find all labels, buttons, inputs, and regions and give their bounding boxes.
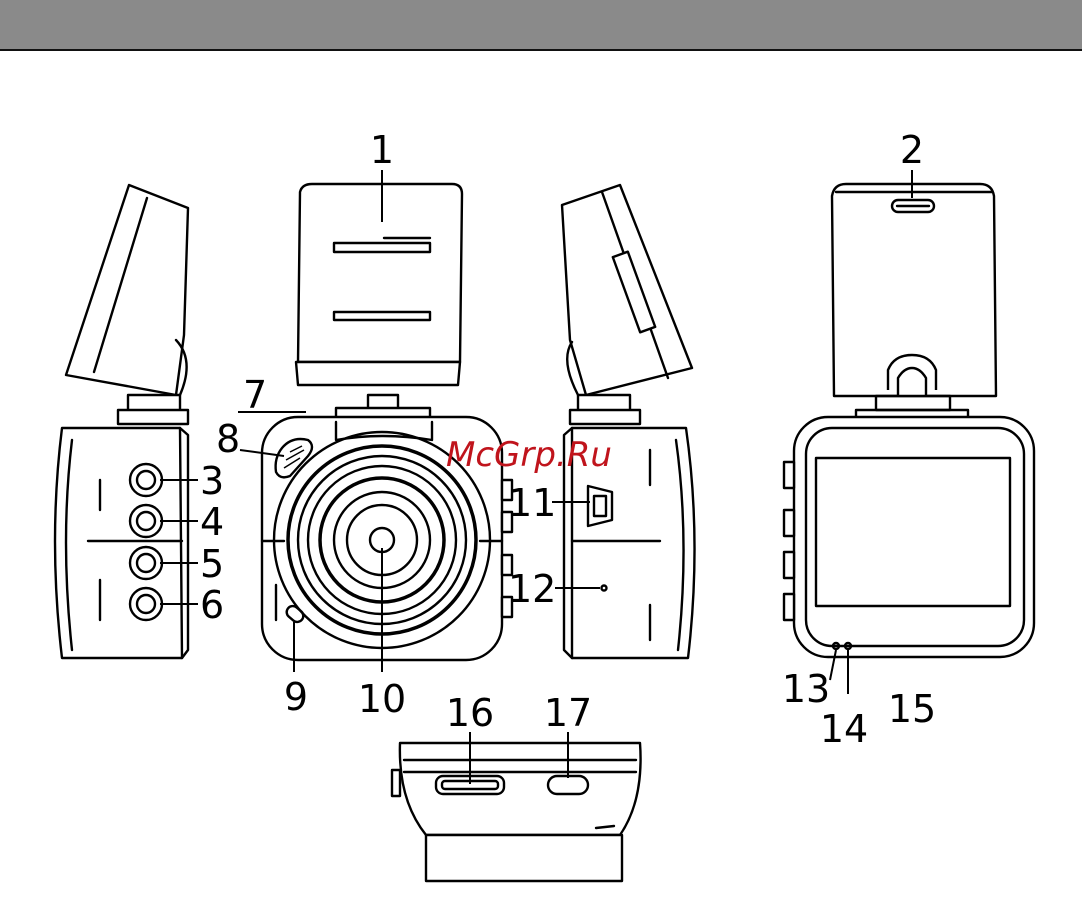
callout-3: 3: [200, 459, 224, 503]
callout-1: 1: [370, 128, 394, 172]
callout-16: 16: [446, 691, 494, 735]
button-17: [548, 776, 588, 794]
callout-9: 9: [284, 675, 308, 719]
back-view: [784, 184, 1034, 657]
callout-14: 14: [820, 707, 868, 751]
usb-port-11: [588, 486, 612, 526]
left-mount: [66, 185, 188, 424]
callout-6: 6: [200, 583, 224, 627]
callout-15: 15: [888, 687, 936, 731]
callout-11: 11: [508, 481, 556, 525]
callout-12: 12: [508, 567, 556, 611]
callout-8: 8: [216, 417, 240, 461]
callout-7: 7: [243, 373, 267, 417]
left-side-view: [55, 185, 188, 658]
watermark: McGrp.Ru: [446, 435, 612, 475]
callout-5: 5: [200, 542, 224, 586]
front-view: [262, 184, 512, 660]
callout-17: 17: [544, 691, 592, 735]
left-body: [55, 428, 188, 658]
callout-13: 13: [782, 667, 830, 711]
back-mount: [832, 184, 996, 444]
screen-15: [816, 458, 1010, 606]
callout-10: 10: [358, 677, 406, 721]
front-mount: [296, 184, 462, 420]
callout-4: 4: [200, 500, 224, 544]
right-mount: [562, 185, 692, 424]
mount-slot-2: [892, 200, 934, 212]
callout-2: 2: [900, 128, 924, 172]
bottom-view: [392, 743, 641, 881]
